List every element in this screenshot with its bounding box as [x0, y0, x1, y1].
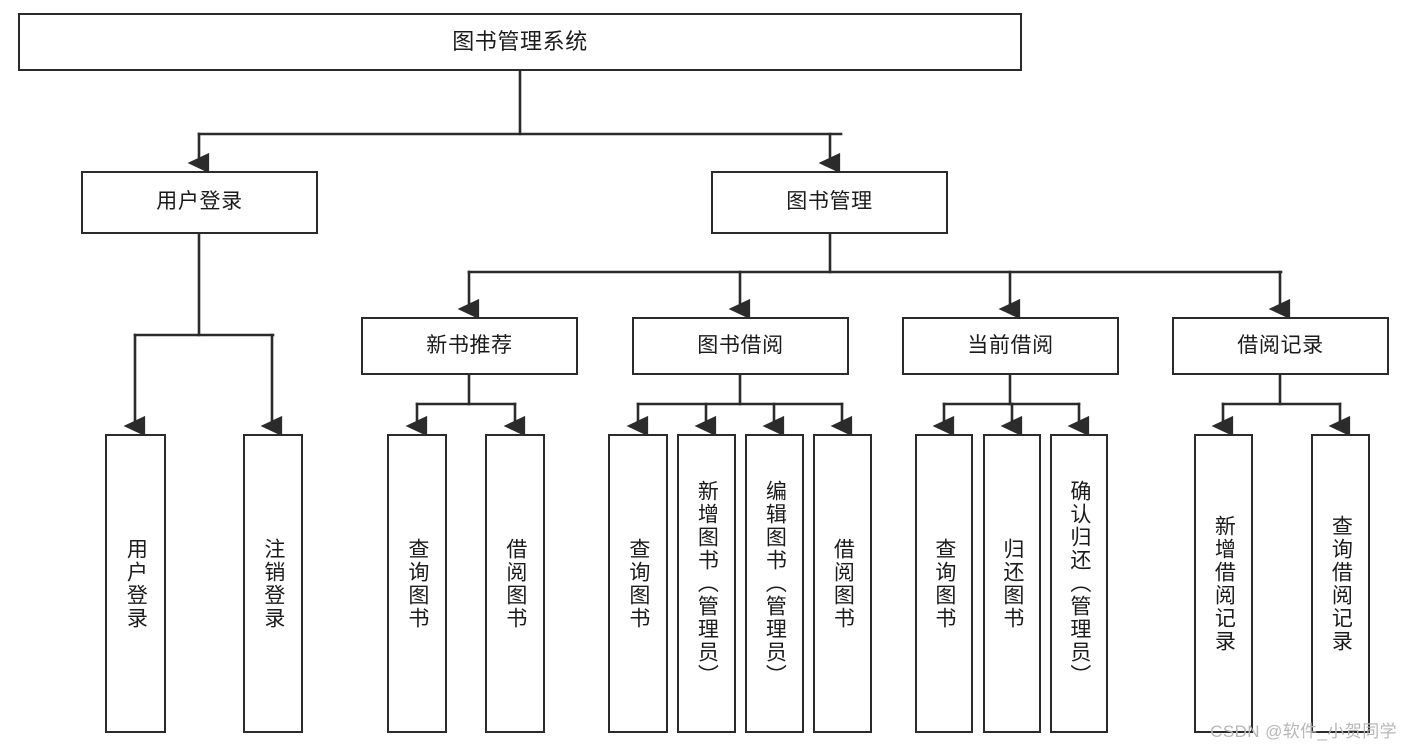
node-label: 新增图书（管理员） [695, 480, 719, 687]
node-label: 编辑图书（管理员） [763, 480, 787, 687]
leaf-logout-login[interactable]: 注销登录 [243, 434, 303, 733]
leaf-borrow-book[interactable]: 借阅图书 [813, 434, 872, 733]
node-label: 当前借阅 [967, 333, 1054, 357]
csdn-watermark: CSDN @软件_小贺同学 [1210, 722, 1397, 741]
node-user-login[interactable]: 用户登录 [81, 171, 318, 234]
node-book-management[interactable]: 图书管理 [711, 171, 948, 234]
node-label: 查询借阅记录 [1329, 514, 1353, 653]
leaf-query-book-newbook[interactable]: 查询图书 [387, 434, 447, 733]
leaf-return-book[interactable]: 归还图书 [983, 434, 1041, 733]
leaf-confirm-return-admin[interactable]: 确认归还（管理员） [1050, 434, 1108, 733]
leaf-edit-book-admin[interactable]: 编辑图书（管理员） [745, 434, 804, 733]
leaf-query-borrow-record[interactable]: 查询借阅记录 [1311, 434, 1370, 733]
node-label: 注销登录 [261, 537, 285, 630]
node-borrow-records[interactable]: 借阅记录 [1172, 317, 1389, 375]
node-current-borrow[interactable]: 当前借阅 [902, 317, 1119, 375]
node-label: 借阅图书 [503, 537, 527, 630]
node-label: 查询图书 [405, 537, 429, 630]
node-label: 新书推荐 [426, 333, 513, 357]
leaf-add-book-admin[interactable]: 新增图书（管理员） [677, 434, 736, 733]
node-label: 用户登录 [124, 537, 148, 630]
node-label: 新增借阅记录 [1212, 514, 1236, 653]
node-label: 查询图书 [932, 537, 956, 630]
node-label: 借阅图书 [831, 537, 855, 630]
leaf-add-borrow-record[interactable]: 新增借阅记录 [1194, 434, 1253, 733]
node-book-borrow[interactable]: 图书借阅 [632, 317, 849, 375]
leaf-user-login[interactable]: 用户登录 [105, 434, 166, 733]
node-label: 借阅记录 [1237, 333, 1324, 357]
node-label: 图书管理系统 [452, 28, 588, 54]
node-label: 图书管理 [786, 190, 873, 214]
node-label: 查询图书 [626, 537, 650, 630]
leaf-borrow-book-newbook[interactable]: 借阅图书 [485, 434, 545, 733]
node-label: 用户登录 [156, 190, 243, 214]
node-label: 确认归还（管理员） [1067, 480, 1091, 687]
node-root-system[interactable]: 图书管理系统 [18, 13, 1022, 71]
leaf-query-book-borrow[interactable]: 查询图书 [608, 434, 668, 733]
node-new-book-recommend[interactable]: 新书推荐 [361, 317, 578, 375]
leaf-query-book-current[interactable]: 查询图书 [915, 434, 973, 733]
node-label: 归还图书 [1000, 537, 1024, 630]
node-label: 图书借阅 [697, 333, 784, 357]
